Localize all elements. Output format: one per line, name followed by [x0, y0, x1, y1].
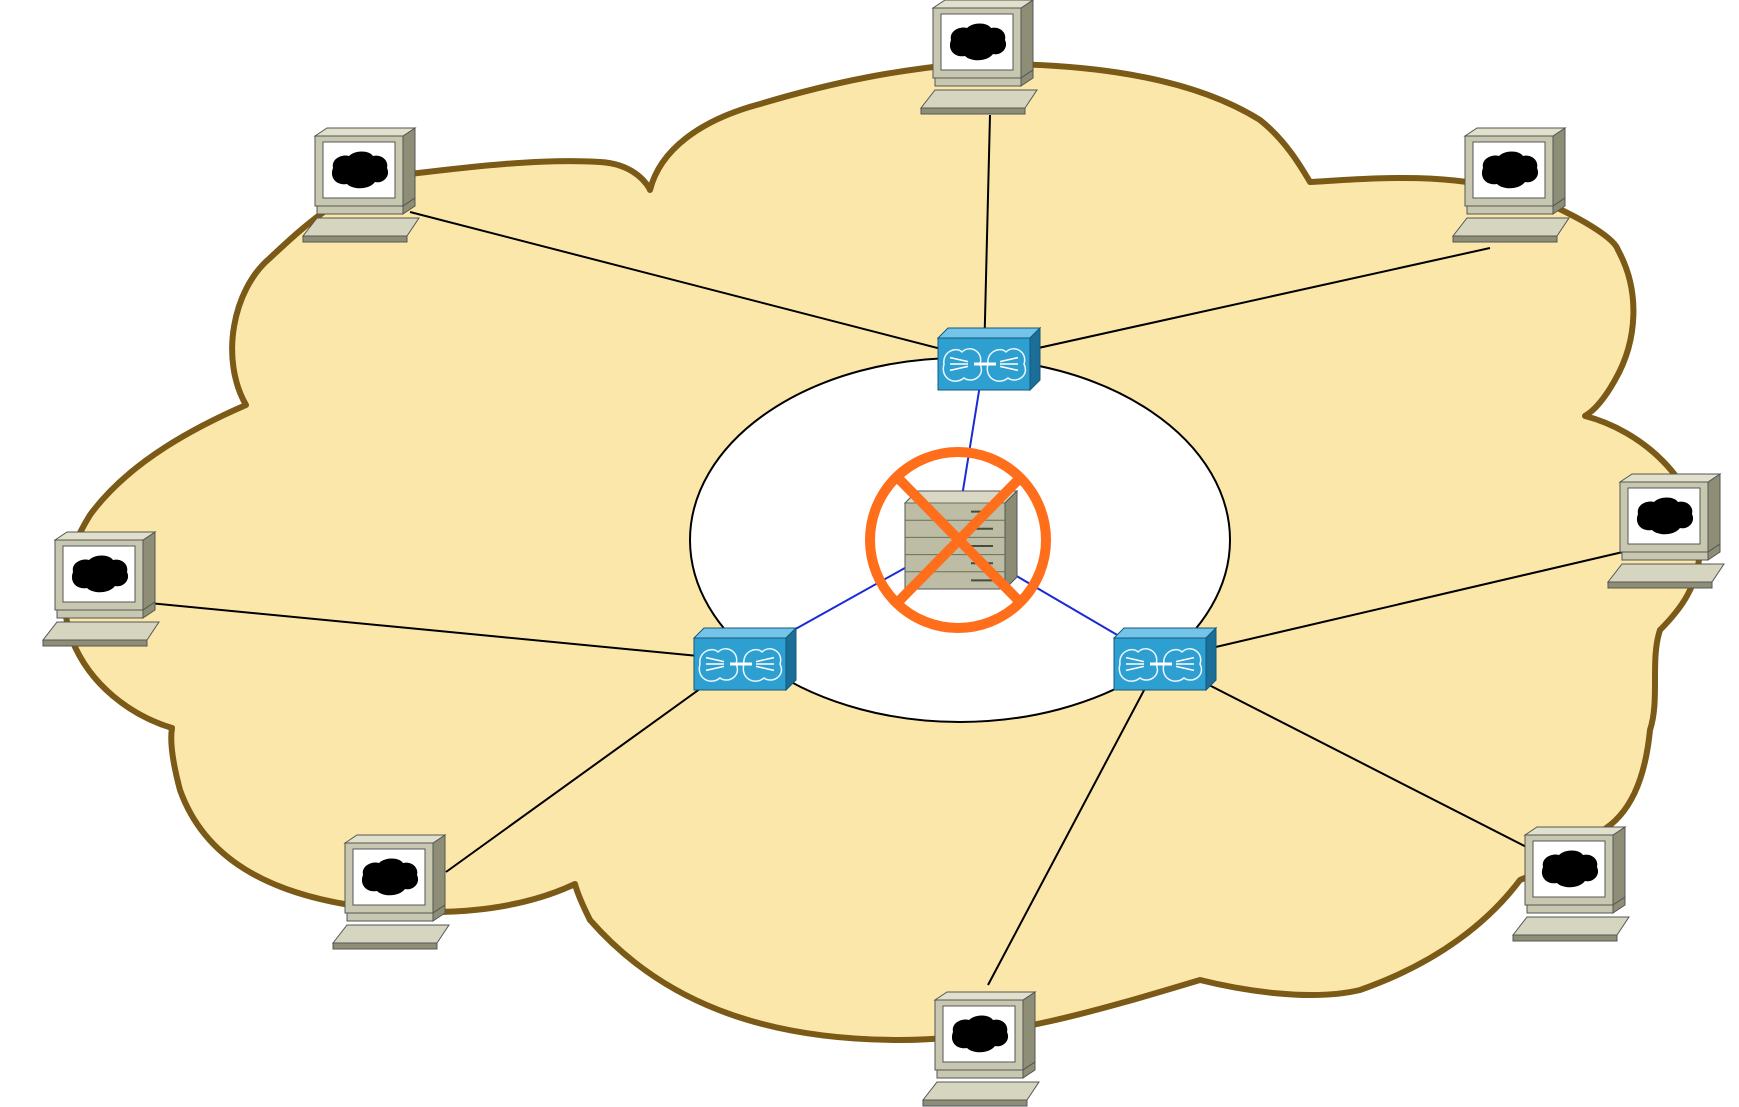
screen-image-icon — [951, 1015, 1009, 1053]
workgroup-switch-icon-switch-right[interactable] — [1112, 626, 1218, 692]
workgroup-switch-icon-switch-left[interactable] — [692, 626, 798, 692]
desktop-computer-icon-pc-lower-left[interactable] — [331, 834, 450, 950]
screen-image-icon — [949, 23, 1007, 61]
access-link-pc-lower-right-switch-right — [1159, 659, 1549, 859]
access-link-pc-left-switch-left — [117, 599, 741, 661]
screen-image-icon — [361, 858, 419, 896]
desktop-computer-icon-pc-bottom[interactable] — [921, 991, 1040, 1107]
access-link-pc-lower-left-switch-left — [445, 659, 741, 873]
screen-image-icon — [1636, 497, 1694, 535]
screen-image-icon — [331, 151, 389, 189]
screen-image-icon — [71, 555, 129, 593]
access-link-pc-bottom-switch-right — [987, 659, 1161, 986]
crossed-circle-icon — [865, 447, 1051, 633]
screen-image-icon — [1541, 850, 1599, 888]
access-link-pc-top-switch-top — [983, 114, 991, 361]
desktop-computer-icon-pc-right[interactable] — [1606, 473, 1725, 589]
desktop-computer-icon-pc-top[interactable] — [919, 0, 1038, 115]
desktop-computer-icon-pc-upper-right[interactable] — [1451, 127, 1570, 243]
desktop-computer-icon-pc-upper-left[interactable] — [301, 127, 420, 243]
access-link-pc-upper-left-switch-top — [409, 211, 985, 361]
access-link-pc-right-switch-right — [1159, 547, 1641, 661]
desktop-computer-icon-pc-lower-right[interactable] — [1511, 826, 1630, 942]
screen-image-icon — [1481, 151, 1539, 189]
desktop-computer-icon-pc-left[interactable] — [41, 531, 160, 647]
access-link-pc-upper-right-switch-top — [983, 247, 1491, 361]
workgroup-switch-icon-switch-top[interactable] — [936, 326, 1042, 392]
